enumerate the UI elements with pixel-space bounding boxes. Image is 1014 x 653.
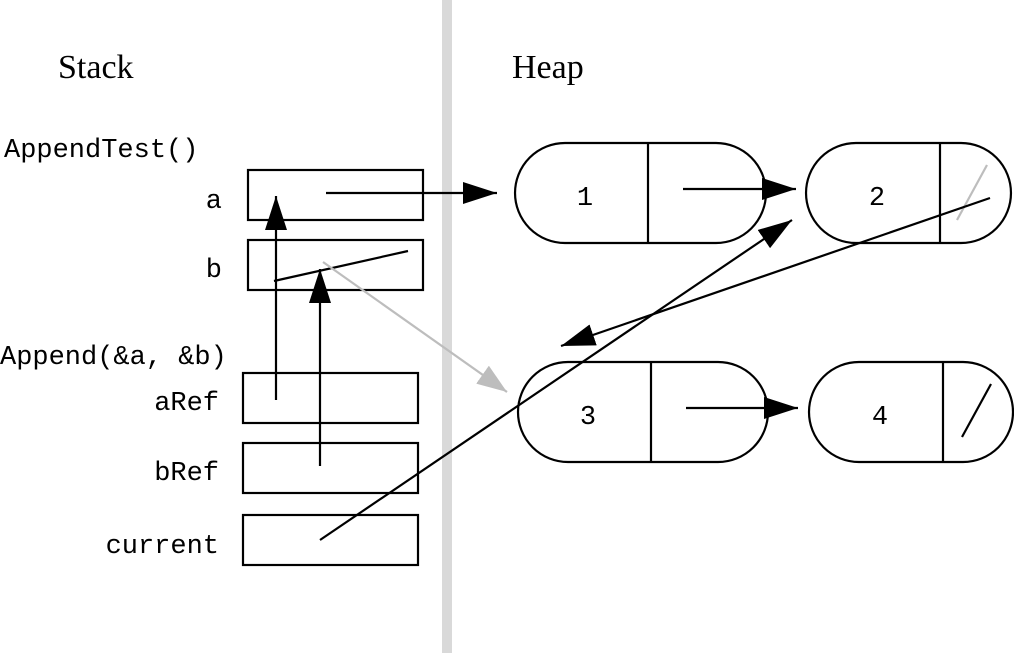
heap-node-1: 1: [513, 141, 768, 245]
heap-node-4: 4: [807, 360, 1014, 464]
heap-heading: Heap: [512, 49, 584, 86]
heap-node-value: 2: [869, 184, 885, 214]
heap-node-2: 2: [804, 141, 1013, 245]
pointer-node-2-to-node-3: [560, 196, 991, 348]
pointer-current-to-node-2: [319, 219, 793, 541]
var-box-aref: [241, 371, 420, 425]
var-label-a: a: [206, 187, 222, 217]
heap-node-value: 1: [577, 184, 593, 214]
heap-node-value: 3: [580, 403, 596, 433]
heap-node-value: 4: [872, 403, 888, 433]
var-label-bref: bRef: [154, 459, 219, 489]
heap-node-3: 3: [516, 360, 770, 464]
var-box-bref: [241, 441, 420, 495]
var-box-b: [246, 238, 425, 292]
frame-label-appendtest: AppendTest(): [4, 136, 198, 166]
stack-heading: Stack: [58, 49, 134, 86]
null-slash-old-b: [273, 249, 409, 283]
var-label-b: b: [206, 256, 222, 286]
var-box-current: [241, 513, 420, 567]
pointer-old-b-to-node-3: [322, 261, 508, 393]
var-label-aref: aRef: [154, 389, 219, 419]
stack-heap-divider: [442, 0, 452, 653]
frame-label-append: Append(&a, &b): [0, 343, 227, 373]
var-label-current: current: [106, 532, 219, 562]
null-slash-node-4: [961, 383, 992, 438]
null-slash-old-node-2: [956, 164, 988, 221]
var-box-a: [246, 168, 425, 222]
